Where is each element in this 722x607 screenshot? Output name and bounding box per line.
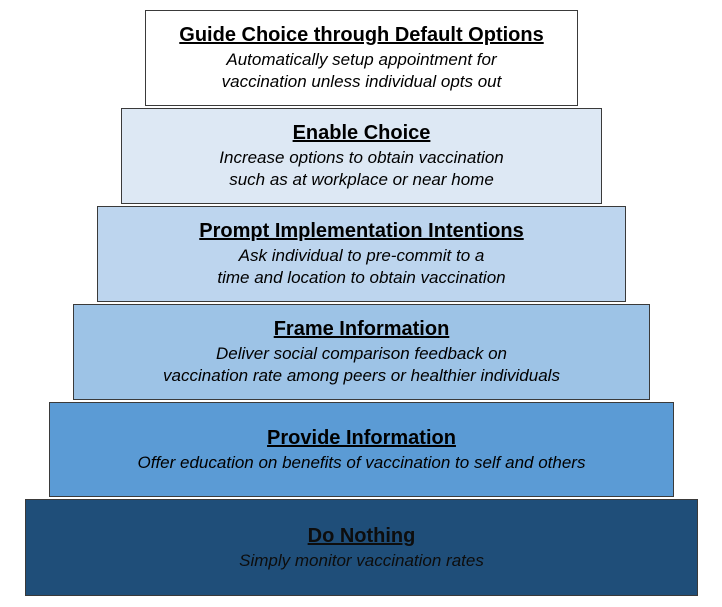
tier-description-line: vaccination unless individual opts out <box>221 72 502 91</box>
tier-prompt-implementation: Prompt Implementation Intentions Ask ind… <box>97 206 626 302</box>
tier-title: Provide Information <box>267 426 456 449</box>
tier-do-nothing: Do Nothing Simply monitor vaccination ra… <box>25 499 698 596</box>
tier-description-line: vaccination rate among peers or healthie… <box>163 366 560 385</box>
tier-frame-information: Frame Information Deliver social compari… <box>73 304 650 400</box>
tier-description-line: Ask individual to pre-commit to a <box>238 246 485 265</box>
tier-title: Do Nothing <box>307 524 416 547</box>
tier-title: Guide Choice through Default Options <box>179 24 544 46</box>
tier-description-line: such as at workplace or near home <box>229 170 494 189</box>
tier-enable-choice: Enable Choice Increase options to obtain… <box>121 108 602 204</box>
tier-title: Prompt Implementation Intentions <box>199 220 524 242</box>
tier-provide-information: Provide Information Offer education on b… <box>49 402 674 497</box>
tier-description-line: Offer education on benefits of vaccinati… <box>137 452 586 472</box>
tier-description-line: time and location to obtain vaccination <box>217 268 506 287</box>
tier-description-line: Deliver social comparison feedback on <box>215 344 508 363</box>
tier-description-line: Automatically setup appointment for <box>226 50 497 69</box>
tier-guide-choice: Guide Choice through Default Options Aut… <box>145 10 578 106</box>
tier-description-line: Simply monitor vaccination rates <box>239 550 484 570</box>
tier-description-line: Increase options to obtain vaccination <box>219 148 504 167</box>
tier-title: Enable Choice <box>292 122 431 144</box>
tier-title: Frame Information <box>273 318 450 340</box>
